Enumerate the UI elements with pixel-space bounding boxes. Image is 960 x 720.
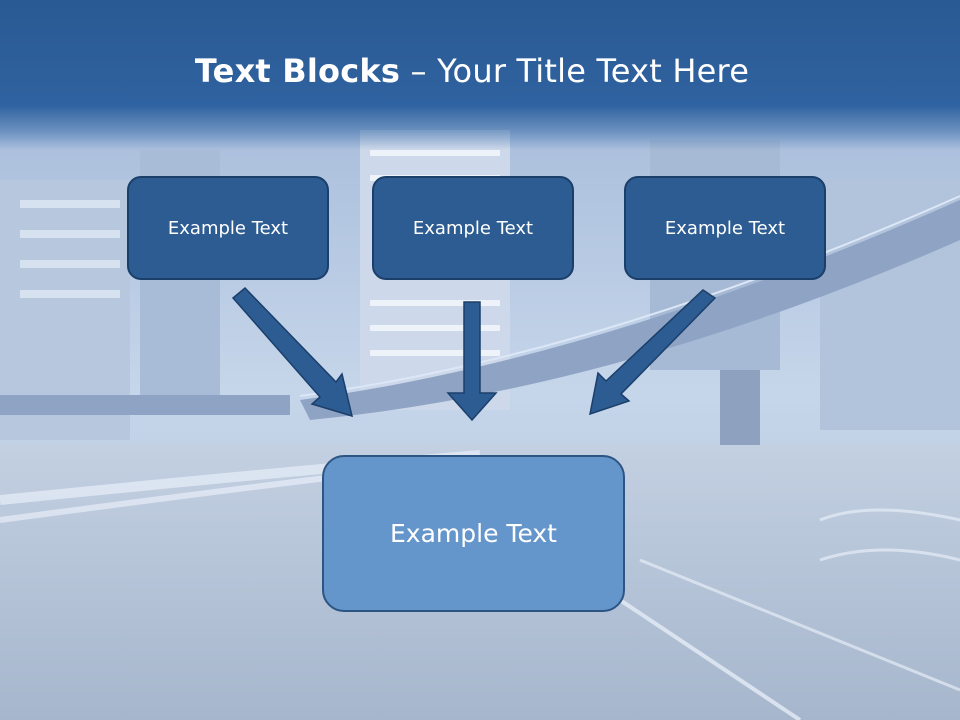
text-block-1[interactable]: Example Text [127, 176, 329, 280]
title-rest: Your Title Text Here [437, 52, 750, 90]
text-block-1-label: Example Text [167, 217, 289, 239]
title-bar [0, 0, 960, 150]
title-dash: – [400, 52, 438, 90]
text-block-2-label: Example Text [412, 217, 534, 239]
text-block-2[interactable]: Example Text [372, 176, 574, 280]
slide-title: Text Blocks – Your Title Text Here [0, 52, 944, 90]
target-text-block[interactable]: Example Text [322, 455, 625, 612]
text-block-3-label: Example Text [664, 217, 786, 239]
title-bold: Text Blocks [194, 52, 401, 90]
target-text-block-label: Example Text [390, 519, 557, 548]
text-block-3[interactable]: Example Text [624, 176, 826, 280]
